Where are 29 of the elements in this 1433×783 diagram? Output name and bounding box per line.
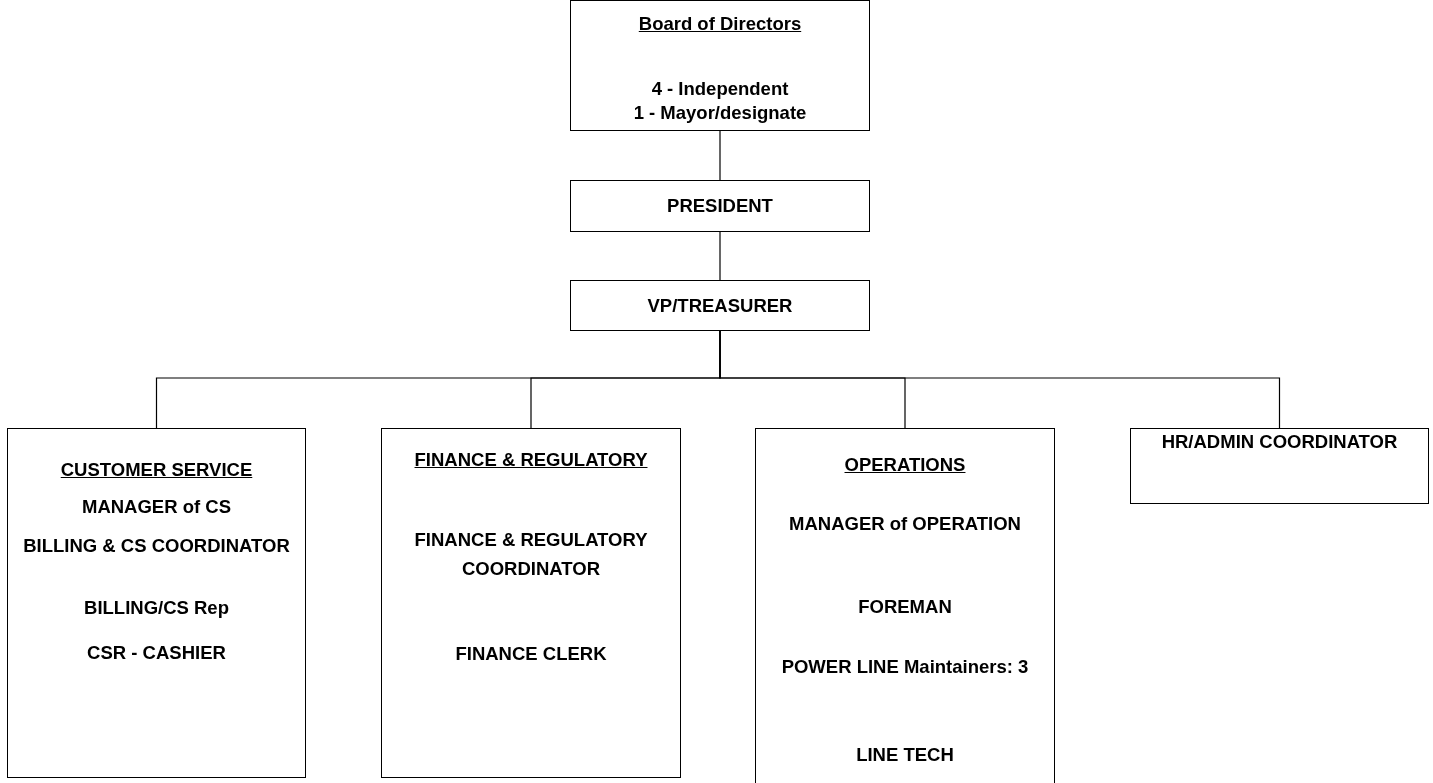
role-title: CSR - CASHIER bbox=[86, 642, 227, 664]
role-title: POWER LINE Maintainers: 3 bbox=[780, 655, 1030, 679]
role-title: FINANCE CLERK bbox=[454, 643, 608, 665]
org-box bbox=[1130, 428, 1429, 504]
org-box bbox=[570, 180, 870, 232]
org-box bbox=[570, 280, 870, 331]
connector-line bbox=[719, 330, 1281, 429]
department-heading: Board of Directors bbox=[637, 13, 803, 35]
role-title: MANAGER of OPERATION bbox=[788, 512, 1022, 536]
org-box bbox=[570, 0, 870, 131]
role-title: FOREMAN bbox=[857, 596, 953, 618]
role-title: HR/ADMIN COORDINATOR bbox=[1160, 433, 1399, 450]
role-title: MANAGER of CS bbox=[81, 496, 232, 518]
role-title: LINE TECH bbox=[855, 744, 955, 766]
org-box bbox=[755, 428, 1055, 783]
role-title: BILLING & CS COORDINATOR bbox=[22, 537, 291, 555]
org-box bbox=[381, 428, 681, 778]
role-title: PRESIDENT bbox=[666, 195, 774, 217]
role-title: 4 - Independent bbox=[650, 77, 790, 100]
role-title: 1 - Mayor/designate bbox=[632, 101, 808, 124]
role-title: BILLING/CS Rep bbox=[83, 597, 230, 619]
role-title: FINANCE & REGULATORY COORDINATOR bbox=[413, 528, 649, 581]
connector-line bbox=[719, 130, 721, 181]
connector-line bbox=[719, 231, 721, 281]
role-title: VP/TREASURER bbox=[646, 295, 794, 317]
department-heading: FINANCE & REGULATORY bbox=[413, 448, 649, 471]
department-heading: CUSTOMER SERVICE bbox=[59, 459, 254, 481]
department-heading: OPERATIONS bbox=[843, 454, 967, 476]
org-box bbox=[7, 428, 306, 778]
